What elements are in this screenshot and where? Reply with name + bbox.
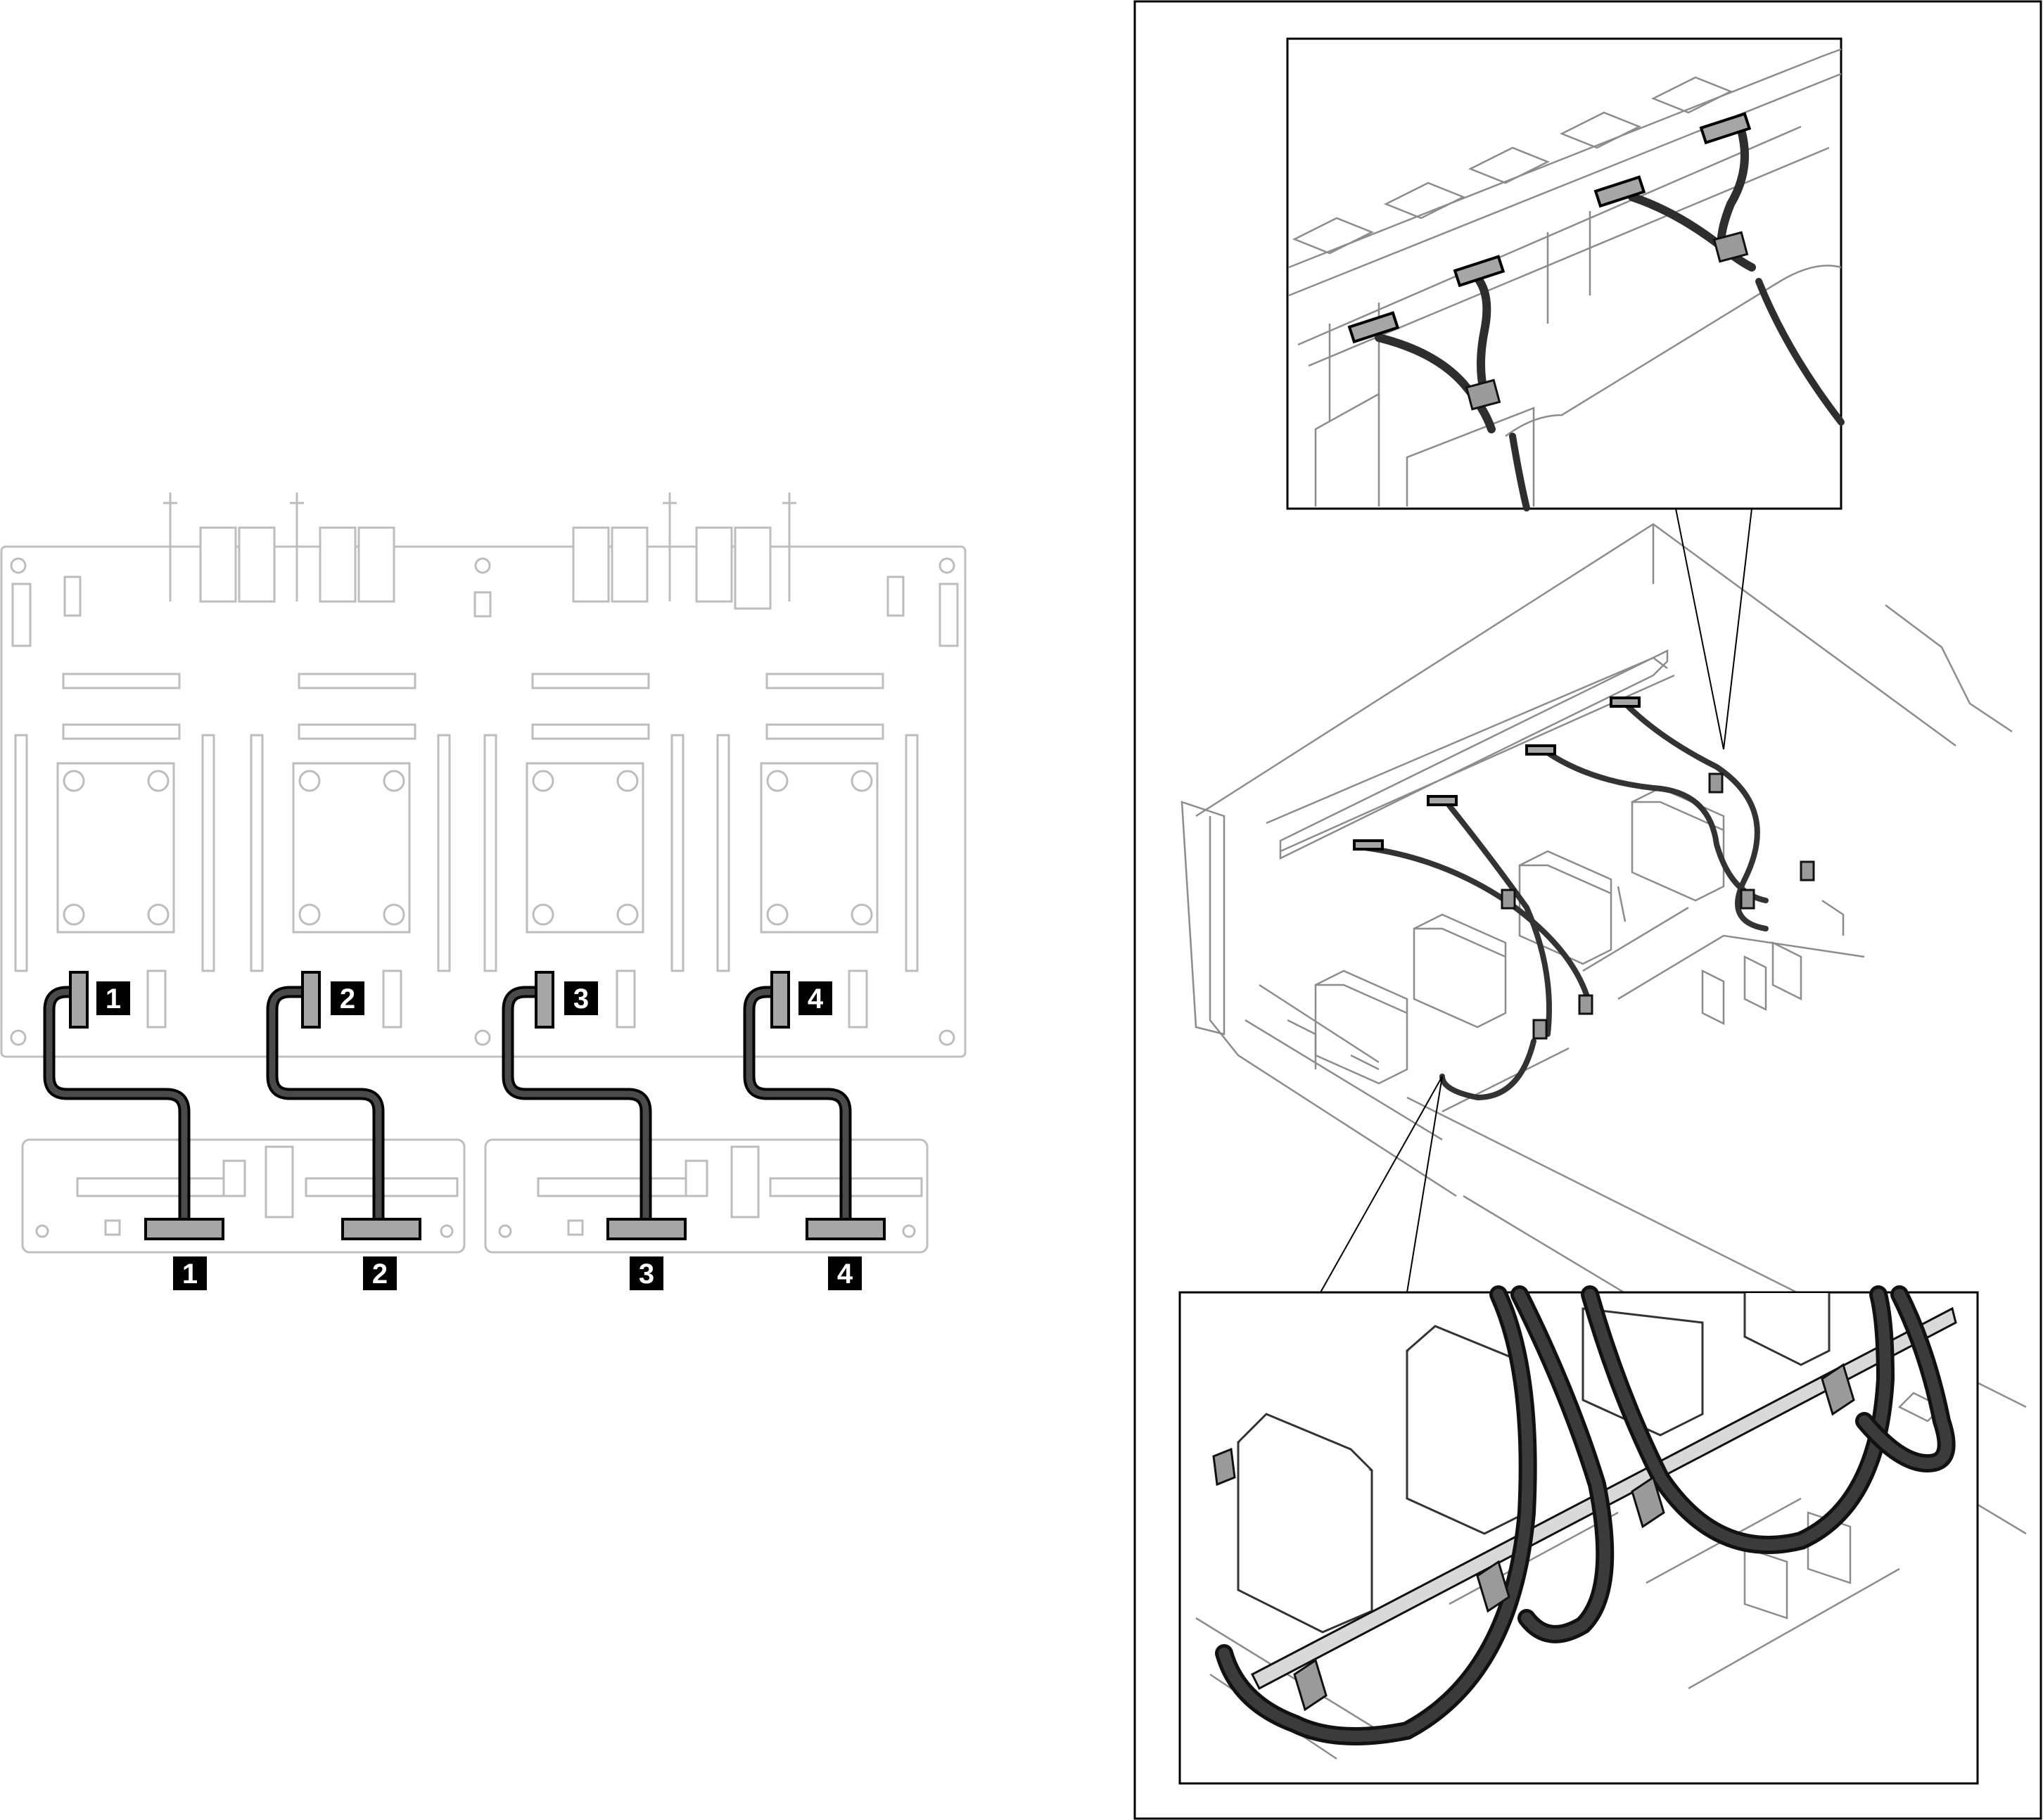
signal-cable-2 [266,986,385,1232]
backplane-connector-2 [341,1218,421,1240]
callout-board-4: 4 [798,981,832,1015]
backplane-connector-3 [606,1218,687,1240]
callout-backplane-4-label: 4 [837,1259,853,1290]
detail-cables [1215,1285,1956,1745]
callout-backplane-4: 4 [828,1256,862,1290]
callout-backplane-3: 3 [630,1256,663,1290]
callout-backplane-1-label: 1 [182,1259,198,1290]
signal-cable-4 [743,986,852,1232]
callout-board-3-label: 3 [573,984,589,1014]
callout-board-3: 3 [564,981,598,1015]
backplane-connector-1 [144,1218,224,1240]
detail-clip-2 [1476,1560,1510,1613]
detail-clip-3 [1631,1475,1665,1529]
signal-cable-3 [502,986,652,1232]
isometric-gpu-heatsinks [1314,787,1725,1085]
mounting-holes [10,557,955,1046]
detail-clip-4 [1821,1363,1855,1416]
callout-backplane-1: 1 [173,1256,207,1290]
board-connector-1 [69,971,89,1029]
callout-board-2: 2 [331,981,364,1015]
detail-view-bottom [1178,1076,1979,1785]
callout-board-4-label: 4 [808,984,824,1014]
callout-board-2-label: 2 [340,984,355,1014]
detail-clip-5 [1212,1447,1236,1487]
power-connectors [163,492,796,610]
backplane-connector-4 [806,1218,886,1240]
gpu-slot-2 [250,673,451,1029]
isometric-chassis [1180,523,2027,1535]
callout-board-1-label: 1 [106,984,121,1014]
board-connector-2 [301,971,321,1029]
board-connector-3 [535,971,554,1029]
detail-gpu-heatsinks [1237,1293,1831,1634]
board-connector-4 [770,971,790,1029]
detail-clip-1 [1293,1658,1328,1712]
gpu-slot-4 [716,673,919,1029]
signal-cable-1 [43,986,191,1232]
callout-backplane-2-label: 2 [372,1259,388,1290]
detail-view-top [1286,37,1845,750]
callout-backplane-3-label: 3 [639,1259,654,1290]
callout-board-1: 1 [96,981,130,1015]
main-board [0,492,967,1058]
gpu-slot-3 [483,673,685,1029]
isometric-view-panel [1133,0,2042,1820]
gpu-slot-1 [14,673,215,1029]
isometric-cables [1353,696,1815,1101]
callout-backplane-2: 2 [363,1256,397,1290]
